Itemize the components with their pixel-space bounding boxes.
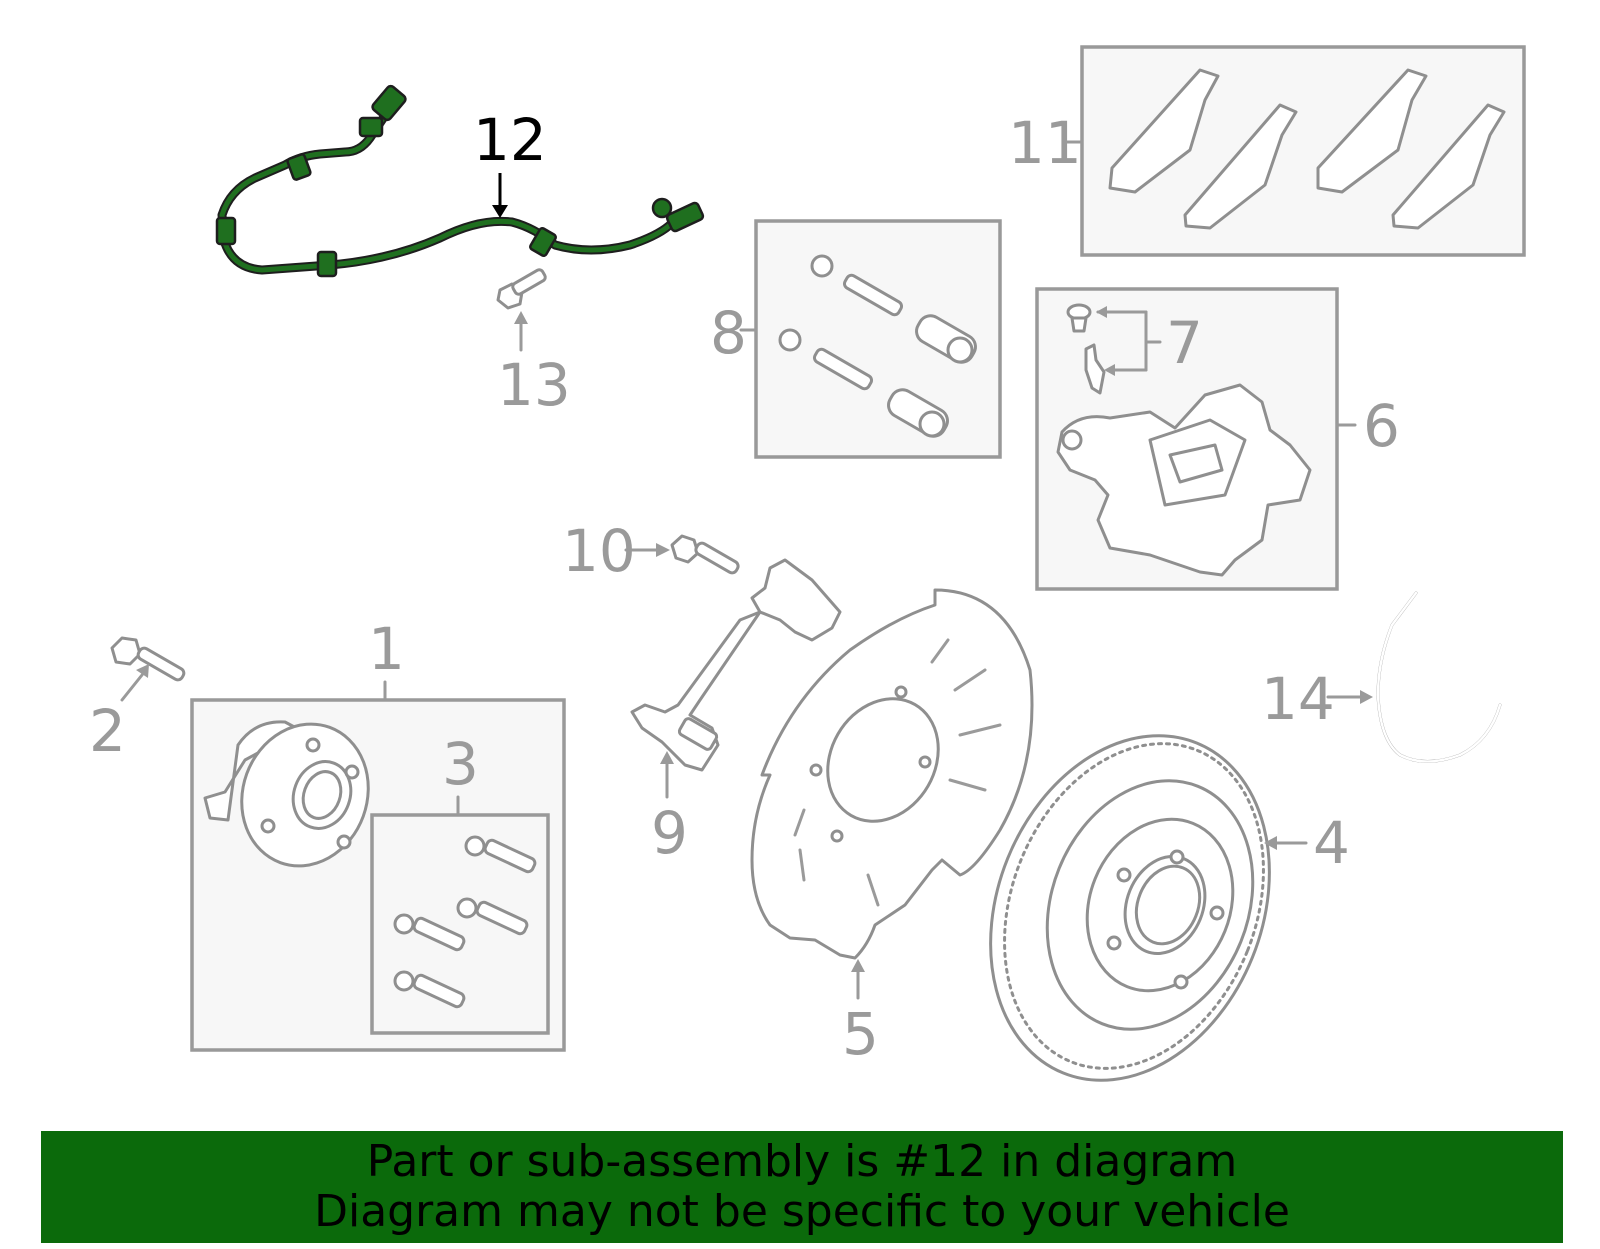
arrowhead-9 xyxy=(660,751,674,764)
callout-9: 9 xyxy=(651,799,688,867)
part-8-guide-pin-kit xyxy=(778,254,977,438)
callout-7: 7 xyxy=(1166,309,1203,377)
part-3-wheel-studs xyxy=(393,835,537,1009)
part-5-dust-shield xyxy=(750,588,1034,960)
part-11-brake-pads xyxy=(1108,68,1506,230)
notice-banner: Part or sub-assembly is #12 in diagram D… xyxy=(41,1131,1563,1243)
callout-5: 5 xyxy=(842,1000,879,1068)
part-13-bolt xyxy=(496,268,547,310)
part-14-sensor-clip-wire xyxy=(1376,591,1502,763)
part-10-bolt xyxy=(670,534,740,575)
arrowhead-12 xyxy=(492,205,508,218)
arrowhead-10 xyxy=(656,543,670,557)
arrowhead-14 xyxy=(1360,690,1373,704)
part-1-wheel-hub xyxy=(203,720,370,868)
part-12-abs-sensor-wire[interactable] xyxy=(215,84,705,278)
callout-12: 12 xyxy=(473,106,547,174)
arrowhead-5 xyxy=(851,959,865,972)
callout-1: 1 xyxy=(368,615,405,683)
banner-line-2: Diagram may not be specific to your vehi… xyxy=(314,1186,1290,1237)
part-2-bolt xyxy=(110,636,186,682)
arrowhead-13 xyxy=(514,311,528,324)
arrowhead-4 xyxy=(1264,836,1277,850)
callout-10: 10 xyxy=(562,517,636,585)
callout-2: 2 xyxy=(89,697,126,765)
leader-2 xyxy=(120,673,144,702)
callout-13: 13 xyxy=(497,351,571,419)
callout-6: 6 xyxy=(1363,392,1400,460)
part-9-caliper-bracket xyxy=(630,558,842,772)
callout-14: 14 xyxy=(1261,665,1335,733)
callout-3: 3 xyxy=(442,730,479,798)
banner-line-1: Part or sub-assembly is #12 in diagram xyxy=(366,1136,1238,1187)
callout-8: 8 xyxy=(710,299,747,367)
arrowhead-2 xyxy=(136,664,149,678)
part-7-bleeder-screw-cap xyxy=(1066,303,1162,395)
part-6-brake-caliper xyxy=(1056,383,1312,577)
part-4-brake-rotor xyxy=(989,734,1271,1082)
callout-4: 4 xyxy=(1313,809,1350,877)
